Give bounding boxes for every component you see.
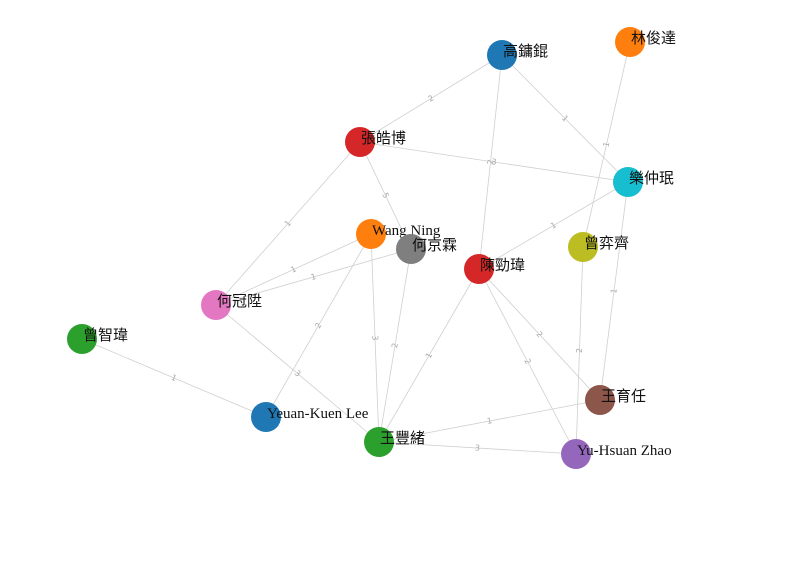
edge-chen-zhao (478, 268, 577, 455)
node-label: 曾弈齊 (584, 234, 629, 252)
edge-weight-label: 1 (486, 416, 493, 426)
node-wang_yu[interactable]: 王育任 (585, 385, 646, 415)
edge-weight-label: 1 (424, 351, 434, 360)
node-chen[interactable]: 陳勁瑋 (464, 254, 525, 284)
edge-he_jing-wang_feng (378, 248, 412, 443)
edge-he_guan-wang_feng (215, 304, 380, 443)
edge-weight-label: 1 (283, 219, 293, 229)
edge-wang_feng-zhao (378, 441, 577, 455)
node-label: 何京霖 (412, 237, 457, 254)
node-zeng_yi[interactable]: 曾弈齊 (568, 232, 629, 262)
node-yeuan[interactable]: Yeuan-Kuen Lee (251, 402, 369, 432)
node-circle[interactable] (487, 40, 517, 70)
node-label: Yu-Hsuan Zhao (577, 443, 672, 459)
edge-chen-wang_feng (378, 268, 480, 443)
edge-wangning-he_guan (215, 233, 372, 306)
node-label: 林俊達 (631, 30, 676, 47)
edge-weight-label: 2 (390, 342, 400, 348)
node-label: 高鏞錕 (503, 42, 548, 60)
edge-gao-zhang (359, 54, 503, 143)
edge-weight-label: 1 (289, 264, 297, 274)
node-label: Wang Ning (372, 223, 441, 239)
node-circle[interactable] (201, 290, 231, 320)
node-zhang[interactable]: 張皓博 (345, 127, 406, 157)
node-zhao[interactable]: Yu-Hsuan Zhao (561, 439, 672, 469)
edge-weight-label: 1 (310, 272, 317, 282)
edge-zhang-he_jing (359, 141, 412, 250)
node-label: 曾智瑋 (83, 326, 128, 344)
edge-le-wang_yu (599, 181, 629, 401)
node-circle[interactable] (345, 127, 375, 157)
node-label: 王豐緒 (380, 430, 425, 447)
edge-wangning-wang_feng (370, 233, 380, 443)
node-circle[interactable] (561, 439, 591, 469)
edge-weight-label: 3 (293, 368, 303, 378)
node-circle[interactable] (364, 427, 394, 457)
node-wangning[interactable]: Wang Ning (356, 219, 441, 249)
node-circle[interactable] (67, 324, 97, 354)
edge-weight-label: 2 (313, 321, 323, 330)
edge-weight-label: 1 (549, 220, 558, 230)
node-lin[interactable]: 林俊達 (615, 27, 676, 57)
node-label: 陳勁瑋 (480, 257, 525, 274)
node-label: 張皓博 (361, 130, 406, 147)
edge-gao-le (501, 54, 629, 183)
edge-weight-label: 2 (426, 93, 435, 103)
node-label: Yeuan-Kuen Lee (267, 406, 369, 422)
node-circle[interactable] (615, 27, 645, 57)
node-circle[interactable] (585, 385, 615, 415)
node-circle[interactable] (568, 232, 598, 262)
edge-lin-zeng_yi (582, 41, 631, 248)
node-circle[interactable] (251, 402, 281, 432)
node-label: 何冠陞 (217, 293, 262, 310)
edge-wang_yu-wang_feng (378, 399, 601, 443)
edge-weight-label: 2 (486, 159, 495, 165)
edge-weight-label: 3 (475, 443, 481, 452)
edge-weight-label: 3 (491, 157, 497, 167)
edge-weight-label: 2 (534, 330, 544, 340)
node-label: 樂仲珉 (629, 170, 674, 187)
edge-chen-wang_yu (478, 268, 601, 401)
node-gao[interactable]: 高鏞錕 (487, 40, 548, 70)
node-zeng_zhi[interactable]: 曾智瑋 (67, 324, 128, 354)
edge-weight-label: 2 (575, 348, 584, 353)
node-label: 王育任 (601, 388, 646, 405)
edge-zeng_zhi-yeuan (81, 338, 267, 418)
edge-zeng_yi-zhao (575, 246, 584, 455)
node-he_jing[interactable]: 何京霖 (396, 234, 457, 264)
edge-weight-label: 1 (602, 141, 612, 148)
node-circle[interactable] (396, 234, 426, 264)
edge-weight-label: 1 (560, 114, 570, 124)
node-circle[interactable] (613, 167, 643, 197)
edge-weight-label: 3 (370, 335, 379, 340)
node-circle[interactable] (464, 254, 494, 284)
node-wang_feng[interactable]: 王豐緒 (364, 427, 425, 457)
node-le[interactable]: 樂仲珉 (613, 167, 674, 197)
edge-weight-label: 5 (380, 191, 390, 199)
edge-le-chen (478, 181, 629, 270)
edge-zhang-le (359, 141, 629, 183)
node-circle[interactable] (356, 219, 386, 249)
edge-gao-chen (478, 54, 503, 270)
edge-weight-label: 1 (170, 373, 178, 383)
edge-zhang-he_guan (215, 141, 361, 306)
edge-weight-label: 2 (522, 357, 532, 366)
edge-wangning-yeuan (265, 233, 372, 418)
edge-weight-label: 1 (609, 288, 619, 294)
node-he_guan[interactable]: 何冠陞 (201, 290, 262, 320)
edge-he_jing-he_guan (215, 248, 412, 306)
